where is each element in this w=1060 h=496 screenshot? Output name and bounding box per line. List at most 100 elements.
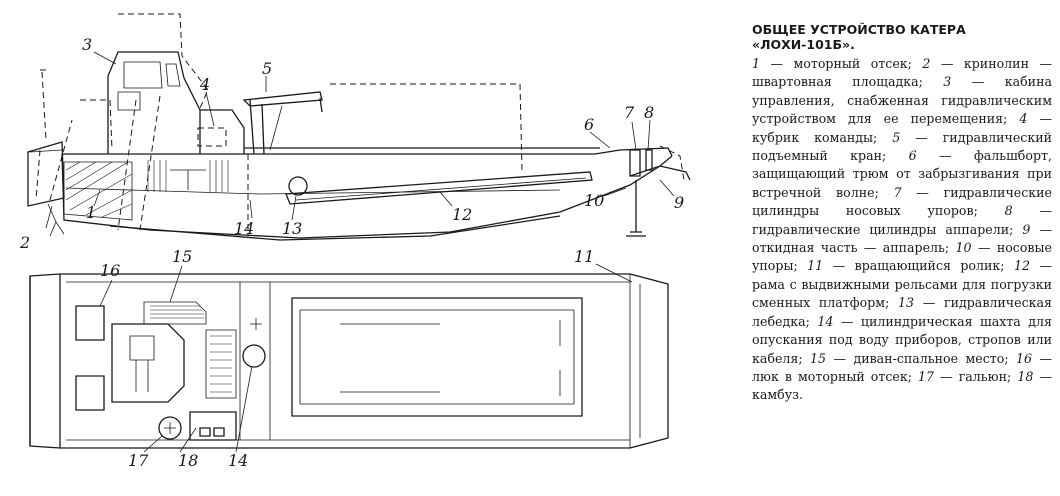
crew-window xyxy=(197,127,227,147)
hatch-raised-outline xyxy=(80,99,113,151)
caption-item: 13 — гидравлическая лебедка; xyxy=(752,295,1052,329)
caption-title: ОБЩЕЕ УСТРОЙСТВО КАТЕРА «ЛОХИ-101Б». xyxy=(752,22,1052,52)
label-3: 3 xyxy=(82,35,92,54)
caption-item: 9 — откидная часть — аппарель; xyxy=(752,221,1052,256)
plan-centerline xyxy=(239,282,271,440)
bow-ramp-open xyxy=(659,145,685,181)
caption-item-text: рама с выдвижными рельсами для погрузки … xyxy=(752,276,1052,311)
plan-toilet-cross xyxy=(164,422,176,434)
cabin-raised-outline xyxy=(118,13,209,109)
plan-toilet xyxy=(158,416,182,440)
caption-item: 12 — рама с выдвижными рельсами для погр… xyxy=(752,258,1052,311)
labels-side: 3 5 4 6 7 8 2 1 14 13 12 9 10 xyxy=(19,35,684,252)
cabin-seat xyxy=(117,91,141,111)
bow-cylinders xyxy=(629,149,653,177)
caption-item-number: 13 xyxy=(898,295,915,311)
label-14b: 14 xyxy=(228,451,248,470)
side-view: 3 5 4 6 7 8 2 1 14 13 12 9 10 xyxy=(19,13,691,252)
caption-item-text: гидравлические цилиндры носовых упоров; xyxy=(752,184,1052,219)
crane-ram xyxy=(269,105,283,151)
caption-item-text: кубрик команды; xyxy=(752,129,878,145)
plan-view: 16 15 11 17 18 14 xyxy=(29,247,669,470)
caption-item: 14 — цилиндрическая шахта для опускания … xyxy=(752,313,1052,366)
caption-item-text: гидравлические цилиндры аппарели; xyxy=(752,221,1014,237)
caption-item: 5 — гидравлический подъемный кран; xyxy=(752,129,1052,164)
label-4: 4 xyxy=(199,75,210,94)
caption-item: 11 — вращающийся ролик; xyxy=(807,258,1005,274)
winch xyxy=(288,176,308,196)
crew-quarters xyxy=(200,109,245,154)
label-12: 12 xyxy=(452,205,472,224)
caption-item: 15 — диван-спальное место; xyxy=(810,350,1009,366)
caption-item-number: 2 xyxy=(922,56,931,71)
caption-item-number: 4 xyxy=(1019,111,1028,127)
caption-item: 8 — гидравлические цилиндры аппарели; xyxy=(752,203,1052,237)
caption-item-text: диван-спальное место; xyxy=(853,350,1009,366)
cabin-window xyxy=(123,61,181,89)
caption-item-text: цилиндрическая шахта для опускания под в… xyxy=(752,313,1052,366)
label-11: 11 xyxy=(574,247,594,266)
crew-table xyxy=(170,169,206,190)
caption-item-number: 3 xyxy=(943,74,952,90)
caption-item: 17 — гальюн; xyxy=(918,368,1012,384)
caption-item-number: 10 xyxy=(955,240,972,256)
plan-deck-edge xyxy=(66,274,631,448)
crane-raised-outline xyxy=(330,83,523,171)
quarters-hatch xyxy=(147,160,229,192)
plan-hatch xyxy=(75,305,105,411)
caption-item-number: 18 xyxy=(1017,368,1034,384)
caption-item: 18 — камбуз. xyxy=(752,368,1052,403)
label-7: 7 xyxy=(624,103,635,122)
plan-cargo-frame xyxy=(291,297,583,417)
caption-item-number: 1 xyxy=(752,56,761,71)
caption-item-text: гальюн; xyxy=(958,368,1012,384)
caption-item: 7 — гидравлические цилиндры носовых упор… xyxy=(752,184,1052,219)
caption-item: 10 — носовые упоры; xyxy=(752,240,1052,274)
caption-title-line2: «ЛОХИ-101Б». xyxy=(752,37,855,52)
caption-item: 2 — кринолин — швартовная площадка; xyxy=(752,56,1052,90)
caption-title-line1: ОБЩЕЕ УСТРОЙСТВО КАТЕРА xyxy=(752,22,966,37)
label-17: 17 xyxy=(128,451,149,470)
caption-item-number: 16 xyxy=(1015,350,1032,366)
label-16: 16 xyxy=(100,261,120,280)
caption-item-text: гидравлический подъемный кран; xyxy=(752,129,1052,164)
boat-drawing: 3 5 4 6 7 8 2 1 14 13 12 9 10 xyxy=(19,13,691,470)
caption: ОБЩЕЕ УСТРОЙСТВО КАТЕРА «ЛОХИ-101Б». 1 —… xyxy=(752,22,1052,405)
plan-crinoline xyxy=(29,274,61,448)
cabin-lift xyxy=(117,95,161,231)
caption-item-number: 5 xyxy=(892,129,901,145)
caption-item-text: камбуз. xyxy=(752,387,804,403)
caption-item: 1 — моторный отсек; xyxy=(752,56,912,71)
caption-item-text: кринолин — швартовная площадка; xyxy=(752,56,1052,90)
caption-item-number: 6 xyxy=(908,148,917,164)
waterline xyxy=(65,187,561,195)
caption-item-text: носовые упоры; xyxy=(752,240,1052,274)
hull-outline xyxy=(61,147,673,239)
caption-body: 1 — моторный отсек; 2 — кринолин — шварт… xyxy=(752,55,1052,405)
crinoline-raised-outline xyxy=(35,69,73,201)
label-5: 5 xyxy=(262,59,272,78)
caption-item-number: 14 xyxy=(817,313,834,329)
label-14: 14 xyxy=(234,219,254,238)
hull-keel xyxy=(109,215,561,241)
plan-shaft xyxy=(242,344,266,368)
leaders-plan xyxy=(99,263,633,453)
caption-item-text: люк в моторный отсек; xyxy=(752,368,912,384)
caption-item: 3 — кабина управления, снабженная гидрав… xyxy=(752,74,1052,127)
plan-galley xyxy=(189,411,237,441)
label-18: 18 xyxy=(178,451,198,470)
caption-item-number: 7 xyxy=(893,184,902,200)
label-13: 13 xyxy=(282,219,302,238)
plan-hull xyxy=(29,273,669,449)
label-1: 1 xyxy=(86,203,96,222)
caption-item-number: 9 xyxy=(1022,221,1031,237)
engine-hatch xyxy=(65,161,133,218)
label-10: 10 xyxy=(584,191,604,210)
cargo-frame xyxy=(285,171,593,205)
caption-item-number: 8 xyxy=(1004,203,1013,219)
plan-berth xyxy=(143,301,237,399)
crane xyxy=(242,91,323,155)
caption-item-number: 15 xyxy=(810,350,827,366)
caption-item-text: фальшборт, защищающий трюм от забрызгива… xyxy=(752,148,1052,200)
